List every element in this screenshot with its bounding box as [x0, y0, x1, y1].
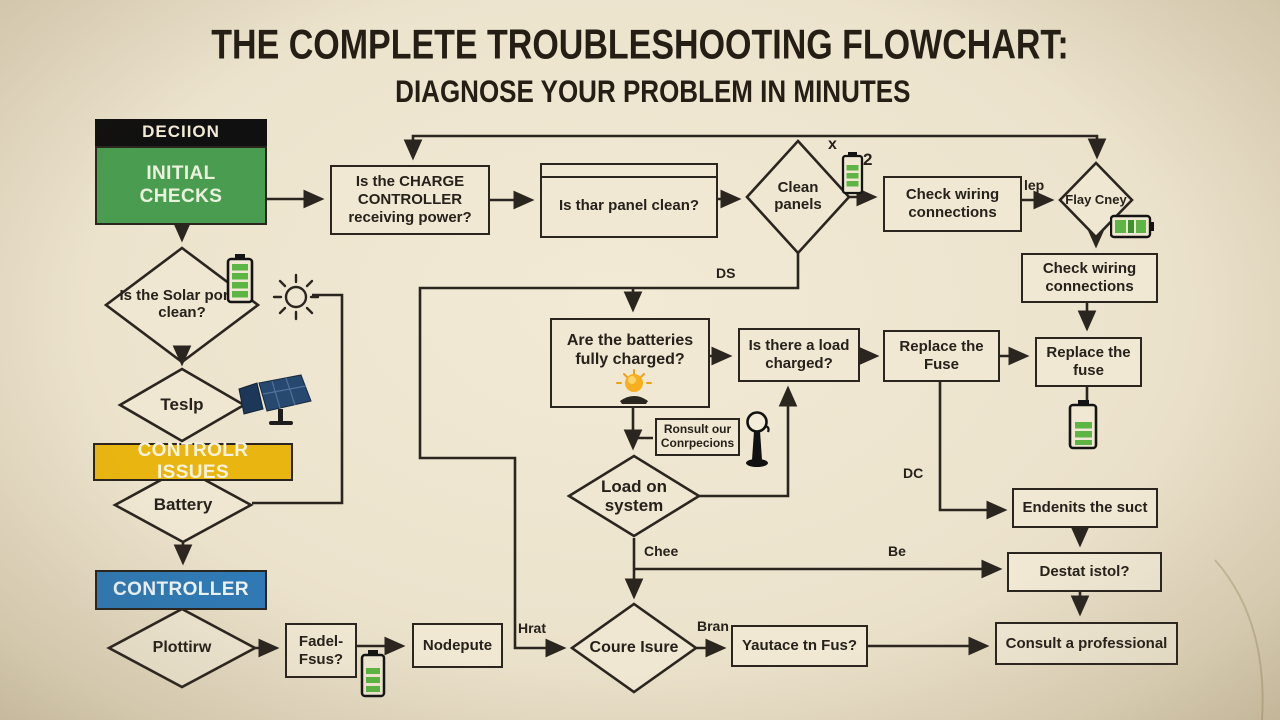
node-destat-istol: Destat istol?: [1007, 552, 1162, 592]
bulb-icon: [616, 369, 652, 404]
sun-icon: [272, 273, 320, 321]
node-yautace-tn-fus: Yautace tn Fus?: [731, 625, 868, 667]
diamond-coure-isure: [569, 602, 699, 694]
node-label: Is thar panel clean?: [558, 196, 700, 214]
node-label: Fadel- Fsus?: [298, 632, 344, 668]
edges: [172, 134, 1264, 720]
node-panel-clean-question: Is thar panel clean?: [540, 163, 718, 238]
node-nodepute: Nodepute: [412, 623, 503, 668]
edge-label-hrat: Hrat: [518, 620, 547, 636]
diamond-battery: [112, 466, 254, 544]
edge-label-chee: Chee: [644, 543, 679, 559]
edge-label-dc: DC: [903, 465, 924, 481]
node-label: DECIION: [142, 122, 220, 142]
node-initial-checks: INITIAL CHECKS: [95, 146, 267, 225]
edge-label-lep: lep: [1024, 177, 1045, 193]
node-endenits-the-suct: Endenits the suct: [1012, 488, 1158, 528]
node-label: Yautace tn Fus?: [741, 637, 858, 655]
node-load-charged-question: Is there a load charged?: [738, 328, 860, 382]
node-label: Ronsult our Conrpecions: [660, 422, 735, 450]
node-label: Is there a load charged?: [748, 337, 850, 372]
node-label: Are the batteries fully charged?: [566, 332, 694, 368]
node-label: Destat istol?: [1039, 563, 1130, 581]
edge-label-be: Be: [888, 543, 906, 559]
diamond-plottirw: [106, 607, 258, 689]
edge-label-bran: Bran: [697, 618, 729, 634]
edge-label-ds: DS: [716, 265, 736, 281]
node-replace-fuse-1: Replace the Fuse: [883, 330, 1000, 382]
node-consult-professional: Consult a professional: [995, 622, 1178, 665]
node-label: Check wiring connections: [905, 186, 1000, 221]
panel-clean-divider: [541, 176, 717, 178]
node-label: Check wiring connections: [1042, 260, 1137, 295]
node-check-wiring-top: Check wiring connections: [883, 176, 1022, 232]
diamond-clean-panels: [745, 139, 851, 255]
diamond-teslp: [117, 367, 247, 443]
node-batteries-charged-question: Are the batteries fully charged?: [550, 318, 710, 408]
battery-fadel-icon: [360, 650, 386, 698]
edge-label-x: x: [828, 136, 837, 153]
battery-x2-icon: [841, 152, 864, 195]
node-label: Consult a professional: [1005, 634, 1168, 652]
node-label: CONTROLLER: [113, 578, 249, 600]
edge-label-two: 2: [863, 150, 873, 169]
page-title: THE COMPLETE TROUBLESHOOTING FLOWCHART:: [211, 22, 1069, 69]
page-subtitle: DIAGNOSE YOUR PROBLEM IN MINUTES: [395, 73, 911, 109]
node-ronsult-conrpecions: Ronsult our Conrpecions: [655, 418, 740, 456]
node-label: Nodepute: [422, 636, 493, 654]
node-fadel-fsus: Fadel- Fsus?: [285, 623, 357, 678]
node-label: CONTROLR ISSUES: [137, 439, 249, 483]
node-label: INITIAL CHECKS: [139, 163, 223, 207]
node-check-wiring-right: Check wiring connections: [1021, 253, 1158, 303]
battery-horizontal-icon: [1110, 214, 1154, 239]
node-replace-fuse-2: Replace the fuse: [1035, 337, 1142, 387]
battery-fuse-icon: [1068, 400, 1098, 450]
diamond-load-on-system: [566, 454, 702, 538]
node-label: Replace the Fuse: [899, 338, 984, 373]
battery-icon: [226, 254, 254, 304]
node-controlr-issues: CONTROLR ISSUES: [93, 440, 293, 483]
node-label: Replace the fuse: [1046, 344, 1131, 379]
node-controller: CONTROLLER: [95, 570, 267, 610]
node-label: Endenits the suct: [1022, 499, 1148, 517]
node-decision-header: DECIION: [95, 119, 267, 146]
solar-panel-icon: [238, 374, 312, 425]
node-label: Is the CHARGE CONTROLLER receiving power…: [348, 173, 472, 226]
magnifier-lamp-icon: [746, 411, 770, 467]
node-charge-controller-question: Is the CHARGE CONTROLLER receiving power…: [330, 165, 490, 235]
